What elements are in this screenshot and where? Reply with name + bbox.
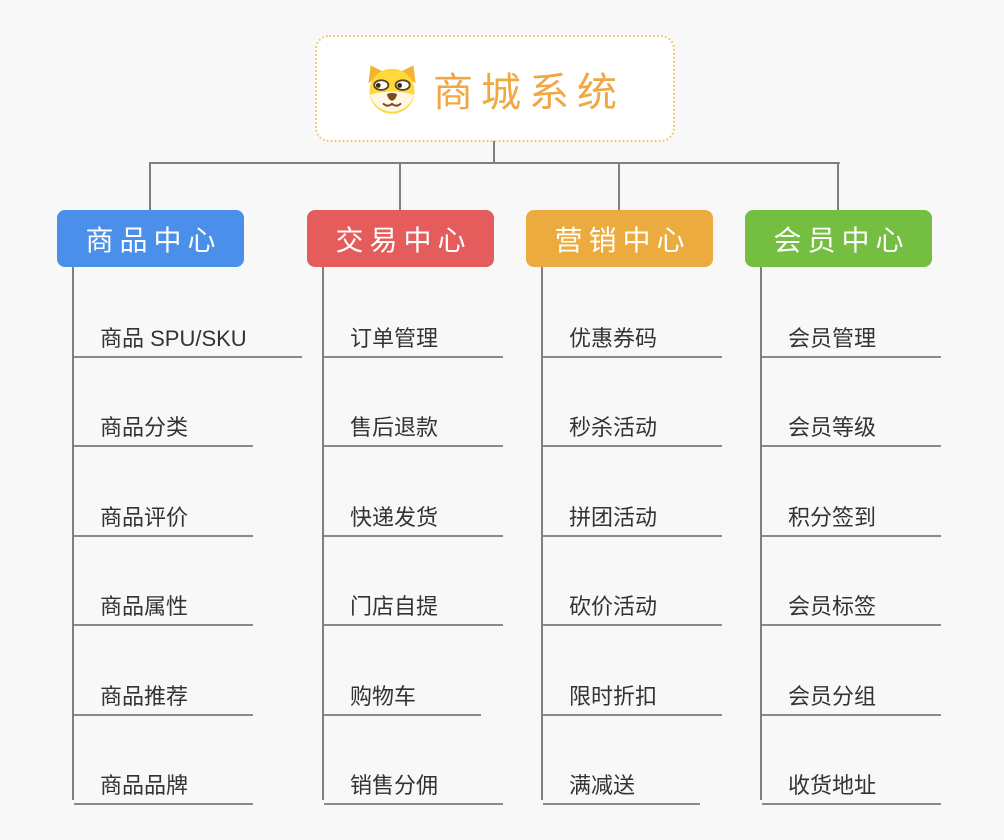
topic-item[interactable]: 会员标签 <box>762 585 941 626</box>
topic-item[interactable]: 快递发货 <box>324 496 503 537</box>
branch-column-trade: 订单管理 售后退款 快递发货 门店自提 购物车 销售分佣 <box>322 267 539 805</box>
connector-horizontal <box>149 162 840 164</box>
topic-item[interactable]: 订单管理 <box>324 317 503 358</box>
topic-item[interactable]: 商品分类 <box>74 406 253 447</box>
topic-item[interactable]: 销售分佣 <box>324 764 503 805</box>
root-node[interactable]: 商城系统 <box>315 35 675 142</box>
connector-drop-2 <box>399 162 401 210</box>
topic-item[interactable]: 商品 SPU/SKU <box>74 317 302 358</box>
connector-drop-3 <box>618 162 620 210</box>
topic-item[interactable]: 商品品牌 <box>74 764 253 805</box>
topic-item[interactable]: 购物车 <box>324 675 481 716</box>
branch-column-marketing: 优惠券码 秒杀活动 拼团活动 砍价活动 限时折扣 满减送 <box>541 267 758 805</box>
connector-drop-4 <box>837 162 839 210</box>
topic-item[interactable]: 拼团活动 <box>543 496 722 537</box>
topic-item[interactable]: 积分签到 <box>762 496 941 537</box>
topic-item[interactable]: 门店自提 <box>324 585 503 626</box>
topic-item[interactable]: 会员等级 <box>762 406 941 447</box>
topic-item[interactable]: 秒杀活动 <box>543 406 722 447</box>
root-title: 商城系统 <box>433 70 625 115</box>
connector-drop-1 <box>149 162 151 210</box>
topic-item[interactable]: 商品属性 <box>74 585 253 626</box>
branch-node-trade-center[interactable]: 交易中心 <box>307 210 494 267</box>
topic-item[interactable]: 会员分组 <box>762 675 941 716</box>
branch-column-product: 商品 SPU/SKU 商品分类 商品评价 商品属性 商品推荐 商品品牌 <box>72 267 302 805</box>
branch-column-member: 会员管理 会员等级 积分签到 会员标签 会员分组 收货地址 <box>760 267 977 805</box>
branch-node-product-center[interactable]: 商品中心 <box>57 210 244 267</box>
topic-item[interactable]: 商品推荐 <box>74 675 253 716</box>
topic-item[interactable]: 限时折扣 <box>543 675 722 716</box>
topic-item[interactable]: 售后退款 <box>324 406 503 447</box>
topic-item[interactable]: 砍价活动 <box>543 585 722 626</box>
branch-node-marketing-center[interactable]: 营销中心 <box>526 210 713 267</box>
topic-item[interactable]: 收货地址 <box>762 764 941 805</box>
connector-trunk <box>493 141 495 163</box>
branch-node-member-center[interactable]: 会员中心 <box>745 210 932 267</box>
topic-item[interactable]: 优惠券码 <box>543 317 722 358</box>
topic-item[interactable]: 会员管理 <box>762 317 941 358</box>
topic-item[interactable]: 满减送 <box>543 764 700 805</box>
topic-item[interactable]: 商品评价 <box>74 496 253 537</box>
dog-face-icon <box>368 64 416 114</box>
